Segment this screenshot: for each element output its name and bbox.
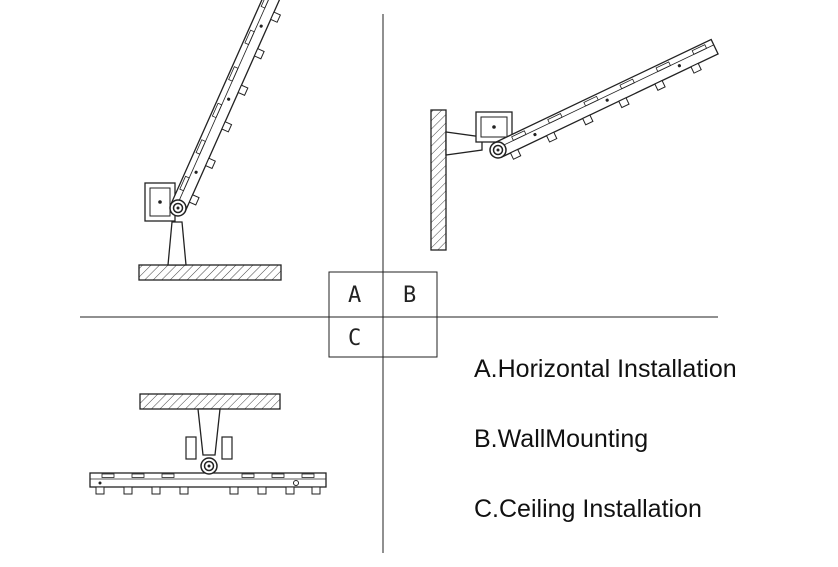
ground-slab [138,264,282,281]
wall-mounting-drawing [430,38,722,251]
ceiling-installation-drawing [89,393,327,495]
key-cell-b: B [403,283,416,308]
key-grid: A B C [328,271,438,358]
driver-box-c-left [185,436,197,460]
driver-box-c-right [221,436,233,460]
pivot-knob-c [200,457,218,475]
fixture-array-b [493,38,722,165]
pivot-knob-b [489,141,507,159]
wall-slab [430,109,447,251]
ceiling-bracket [197,408,221,456]
ceiling-slab [139,393,281,410]
caption-ceiling-installation: C.Ceiling Installation [474,495,702,523]
caption-wall-mounting: B.WallMounting [474,425,649,453]
driver-box-a [144,182,176,222]
ground-bracket [167,221,187,266]
key-cell-a: A [348,283,361,308]
fixture-array-a [170,0,290,215]
pivot-knob-a [169,199,187,217]
wall-bracket [445,131,483,156]
caption-horizontal-installation: A.Horizontal Installation [474,355,737,383]
fixture-array-c [89,472,327,495]
horizontal-installation-drawing [138,0,290,281]
key-cell-c: C [348,326,361,351]
